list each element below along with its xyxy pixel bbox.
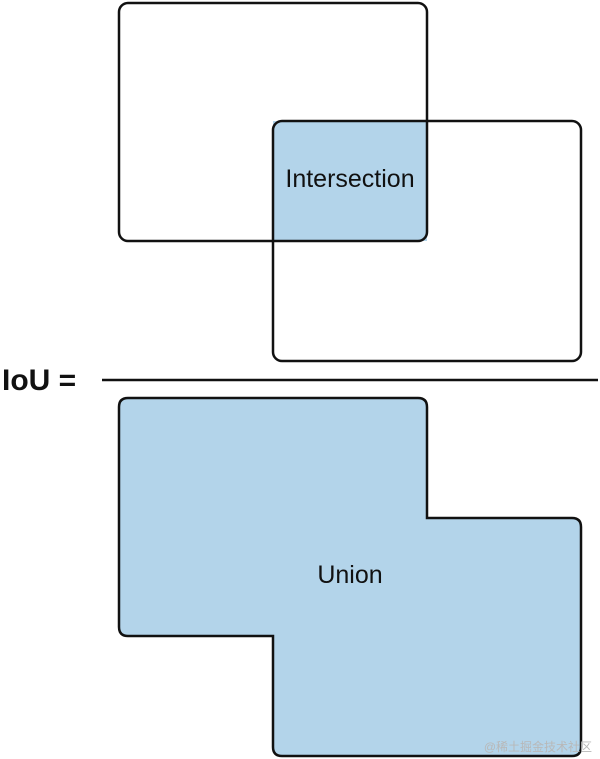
watermark: @稀土掘金技术社区 (483, 740, 592, 754)
union-label: Union (317, 561, 382, 589)
intersection-label: Intersection (285, 165, 414, 193)
iou-label: IoU = (2, 364, 76, 397)
intersection-fill (273, 121, 427, 241)
box-b (271, 119, 583, 363)
union-shape (117, 396, 583, 758)
